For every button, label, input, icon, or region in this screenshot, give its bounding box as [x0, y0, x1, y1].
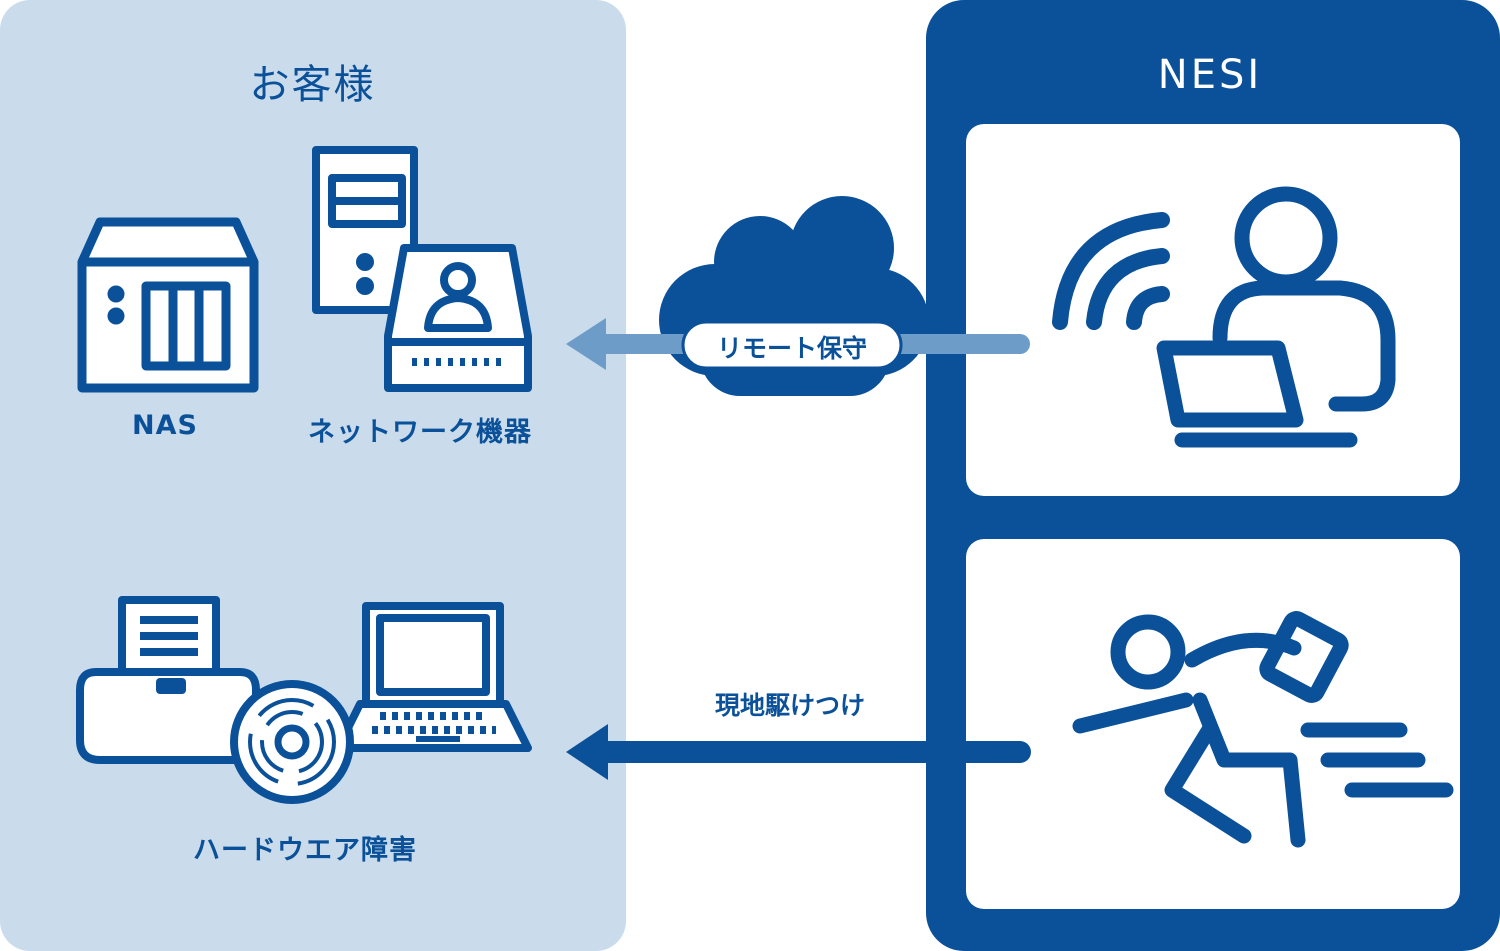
- printer-icon: [76, 596, 260, 764]
- wifi-icon: [1052, 212, 1170, 330]
- nesi-title: NESI: [1157, 52, 1263, 98]
- nas-icon: [77, 217, 259, 393]
- onsite-arrow: [566, 724, 1031, 780]
- disc-icon: [230, 680, 354, 804]
- remote-maintenance-label: リモート保守: [716, 334, 867, 363]
- remote-arrow: [566, 318, 1030, 370]
- onsite-dispatch-label: 現地駆けつけ: [714, 691, 865, 720]
- laptop-icon: [334, 602, 532, 752]
- operator-icon: [1156, 186, 1396, 448]
- runner-icon: [1072, 611, 1454, 848]
- nas-label: NAS: [132, 410, 198, 441]
- customer-title: お客様: [249, 62, 376, 108]
- network-device-icon: [384, 244, 532, 392]
- hardware-failure-label: ハードウエア障害: [193, 835, 417, 866]
- network-device-label: ネットワーク機器: [308, 417, 532, 448]
